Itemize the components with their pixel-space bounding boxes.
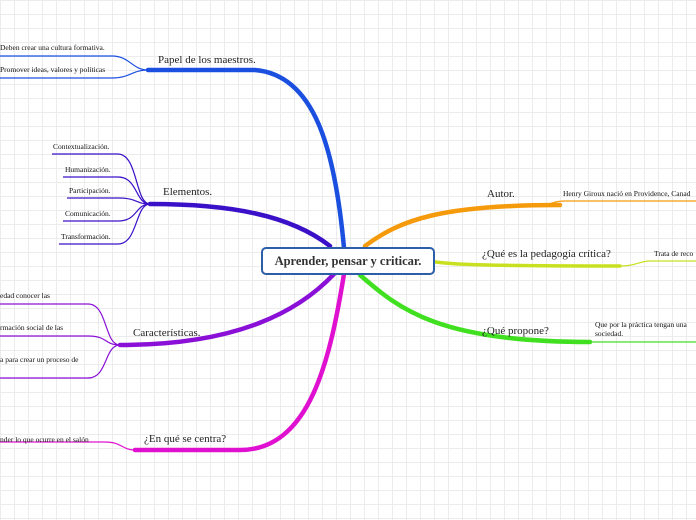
branch-label-elementos[interactable]: Elementos. xyxy=(163,186,213,198)
subtopic-elementos-1[interactable]: Contextualización. xyxy=(53,142,110,151)
subtopic-autor-1[interactable]: Henry Giroux nació en Providence, Canad xyxy=(563,189,691,198)
subtopic-elementos-3[interactable]: Participación. xyxy=(69,186,111,195)
branch-connector-que-es xyxy=(434,260,622,268)
branch-connector-caracteristicas xyxy=(117,271,337,348)
central-topic[interactable]: Aprender, pensar y criticar. xyxy=(261,247,435,275)
branch-label-centra[interactable]: ¿En qué se centra? xyxy=(144,433,227,445)
branch-connector-autor xyxy=(362,202,563,249)
subtopic-propone-line-1: Que por la práctica tengan una xyxy=(595,320,687,329)
subtopic-elementos-2[interactable]: Humanización. xyxy=(65,165,111,174)
subtopic-caracteristicas-2[interactable]: rmación social de las xyxy=(0,323,64,332)
branch-label-caracteristicas[interactable]: Características. xyxy=(133,327,201,339)
branch-connector-papel xyxy=(145,67,347,251)
branch-label-que-es[interactable]: ¿Qué es la pedagogía crítica? xyxy=(482,248,611,260)
subtopic-papel-1[interactable]: Deben crear una cultura formativa. xyxy=(0,43,105,52)
subtopic-papel-2[interactable]: Promover ideas, valores y políticas xyxy=(0,65,106,74)
branch-connector-centra xyxy=(132,271,347,453)
branch-label-propone[interactable]: ¿Qué propone? xyxy=(482,325,549,337)
branch-connector-elementos xyxy=(147,201,333,249)
subtopic-que-es-1[interactable]: Trata de reco xyxy=(654,249,694,258)
subtopic-elementos-5[interactable]: Transformación. xyxy=(61,232,111,241)
subtopic-centra-1[interactable]: nder lo que ocurre en el salón xyxy=(0,435,89,444)
subtopic-propone-line-2: sociedad. xyxy=(595,328,624,338)
branch-connector-propone xyxy=(357,272,593,345)
branch-label-autor[interactable]: Autor. xyxy=(487,188,515,200)
subtopic-caracteristicas-3[interactable]: a para crear un proceso de xyxy=(0,355,79,364)
central-topic-label: Aprender, pensar y criticar. xyxy=(274,253,422,268)
subtopic-propone-1[interactable]: Que por la práctica tengan una sociedad. xyxy=(595,320,687,338)
subtopic-caracteristicas-1[interactable]: edad conocer las xyxy=(0,291,50,300)
branch-label-papel[interactable]: Papel de los maestros. xyxy=(158,54,256,66)
subtopic-elementos-4[interactable]: Comunicación. xyxy=(65,209,111,218)
